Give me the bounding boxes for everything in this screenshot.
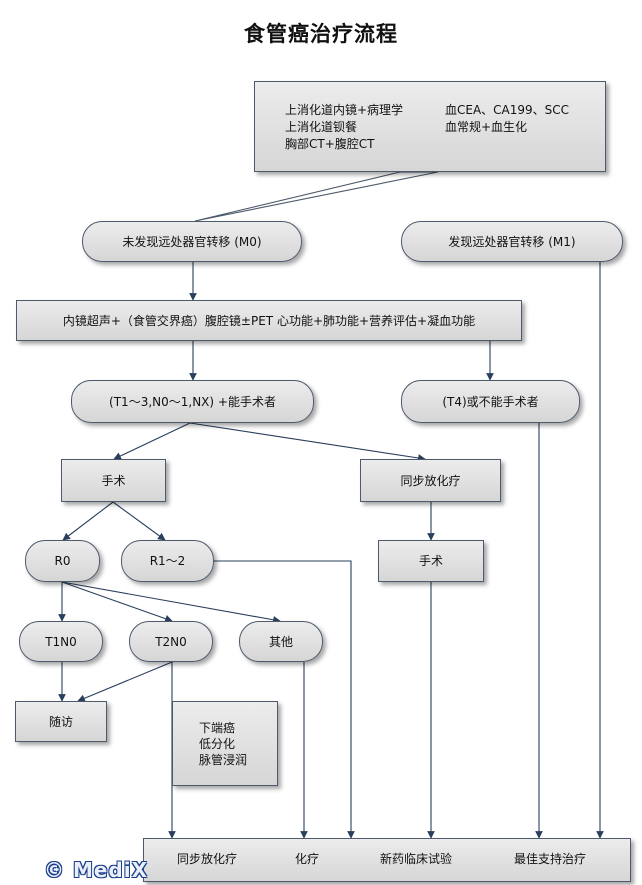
- node-concurrent-chemoradiation: 同步放化疗: [360, 459, 501, 502]
- risk-poor-differentiation: 低分化: [199, 736, 236, 751]
- final-clinical-trial: 新药临床试验: [380, 852, 453, 866]
- node-r1-2: R1～2: [121, 540, 214, 582]
- node-follow-up: 随访: [15, 701, 107, 742]
- risk-lower-segment: 下端癌: [199, 720, 236, 735]
- edge-r0-t2n0: [61, 581, 173, 623]
- node-inoperable: (T4)或不能手术者: [401, 380, 580, 423]
- node-surgery-after-crt: 手术: [378, 540, 484, 582]
- exam-endoscopy: 上消化道内镜+病理学: [285, 103, 404, 117]
- exam-tumor-markers: 血CEA、CA199、SCC: [445, 103, 570, 117]
- node-operable: (T1～3,N0～1,NX) +能手术者: [71, 380, 314, 423]
- final-chemotherapy: 化疗: [295, 852, 320, 866]
- node-r0: R0: [25, 540, 100, 582]
- node-risk-factors: 下端癌 低分化 脉管浸润: [172, 701, 278, 786]
- final-best-supportive-care: 最佳支持治疗: [514, 852, 587, 866]
- edge-r12-final: [214, 560, 355, 839]
- exam-ct: 胸部CT+腹腔CT: [285, 137, 375, 151]
- edge-operable-surgery: [113, 422, 191, 460]
- node-no-metastasis: 未发现远处器官转移 (M0): [82, 221, 302, 262]
- node-distant-metastasis: 发现远处器官转移 (M1): [401, 221, 623, 262]
- node-staging-evaluation: 内镜超声+（食管交界癌）腹腔镜±PET 心功能+肺功能+营养评估+凝血功能: [16, 300, 522, 341]
- diagram-title: 食管癌治疗流程: [244, 22, 398, 46]
- initial-exams-box: 上消化道内镜+病理学 血CEA、CA199、SCC 上消化道钡餐 血常规+血生化…: [254, 81, 606, 172]
- medix-watermark: © MediX: [44, 858, 149, 882]
- node-t1n0: T1N0: [19, 621, 103, 662]
- exam-barium-meal: 上消化道钡餐: [285, 120, 358, 134]
- edge-operable-crt: [189, 422, 426, 462]
- node-other: 其他: [239, 621, 323, 662]
- edge-r0-other: [61, 581, 281, 624]
- edge-t2n0-followup: [77, 661, 173, 702]
- exam-blood-routine: 血常规+血生化: [445, 120, 528, 134]
- node-t2n0: T2N0: [129, 621, 213, 662]
- callout-wedge: [194, 171, 439, 222]
- edge-surgery-r12: [112, 501, 166, 541]
- node-surgery: 手术: [61, 459, 166, 502]
- risk-vascular-invasion: 脉管浸润: [199, 752, 248, 767]
- final-treatments-box: 同步放化疗 化疗 新药临床试验 最佳支持治疗: [143, 838, 631, 882]
- final-concurrent-chemoradiation: 同步放化疗: [177, 852, 238, 866]
- edge-surgery-r0: [62, 501, 114, 541]
